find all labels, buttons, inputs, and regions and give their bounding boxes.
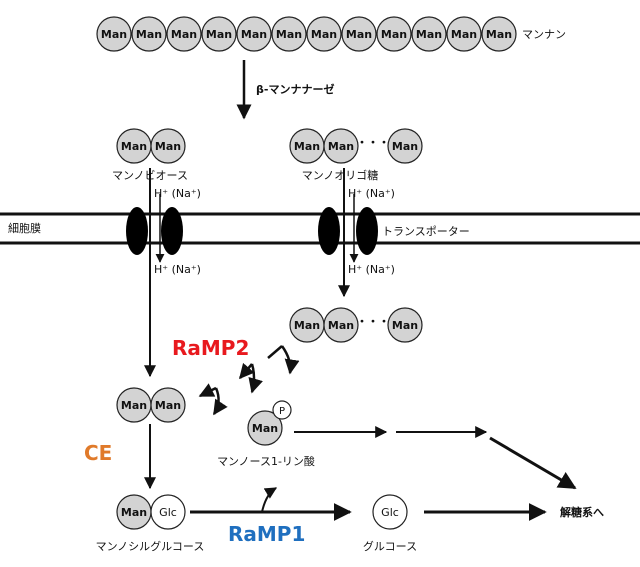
mannan-unit [446, 16, 482, 52]
svg-text:Man: Man [392, 319, 418, 332]
m1p-to-glycolysis-arrow [489, 436, 577, 490]
mannosyl-glucose: Man Glc [116, 494, 186, 530]
ramp2-label: RaMP2 [172, 336, 249, 360]
svg-text:Man: Man [121, 399, 147, 412]
svg-text:Man: Man [392, 140, 418, 153]
mannan-unit [236, 16, 272, 52]
h-na-label-3: H⁺ (Na⁺) [348, 187, 395, 200]
mannan-unit-label: Man [101, 28, 127, 41]
ramp1-branch-arrow [261, 487, 278, 513]
svg-text:Man: Man [294, 319, 320, 332]
mannan-unit [96, 16, 132, 52]
mannose-1-phosphate: Man P [247, 400, 292, 446]
transporter-1 [126, 207, 183, 255]
ramp1-label: RaMP1 [228, 522, 305, 546]
mannan-unit-label: Man [381, 28, 407, 41]
transporter-2 [318, 207, 378, 255]
h-na-label-1: H⁺ (Na⁺) [154, 187, 201, 200]
svg-text:Man: Man [252, 422, 278, 435]
mannan-unit [376, 16, 412, 52]
ce-label: CE [84, 441, 112, 465]
mannan-unit-label: Man [346, 28, 372, 41]
mannan-unit [481, 16, 517, 52]
manno-oligo-label: マンノオリゴ糖 [302, 168, 378, 182]
mannosyl-glucose-label: マンノシルグルコース [96, 539, 205, 553]
glucose: Glc [372, 494, 408, 530]
h-na-label-2: H⁺ (Na⁺) [154, 263, 201, 276]
mannan-unit [201, 16, 237, 52]
ramp2-arrows [198, 345, 300, 416]
mannan-unit-label: Man [486, 28, 512, 41]
mannan-chain: Man Man Man Man Man Man Man Man Man Man Man Man [96, 16, 517, 52]
mannan-unit [411, 16, 447, 52]
transporter-label: トランスポーター [382, 225, 470, 238]
mannan-unit [271, 16, 307, 52]
mannan-unit [306, 16, 342, 52]
svg-text:Man: Man [294, 140, 320, 153]
mannobiose-inside: Man Man [116, 387, 186, 423]
svg-text:・・・: ・・・ [357, 315, 390, 328]
manno-oligo-inside: Man Man Man ・・・ [289, 307, 423, 343]
svg-text:Glc: Glc [159, 506, 177, 519]
mannose-1-phosphate-label: マンノース1-リン酸 [217, 454, 315, 468]
membrane-label: 細胞膜 [8, 222, 41, 235]
svg-text:Man: Man [155, 140, 181, 153]
mannan-unit [166, 16, 202, 52]
mannan-unit-label: Man [451, 28, 477, 41]
manno-oligo-outside: Man Man Man ・・・ [289, 128, 423, 164]
glucose-label: グルコース [363, 539, 417, 553]
mannan-unit-label: Man [276, 28, 302, 41]
svg-text:Man: Man [121, 140, 147, 153]
mannan-unit [341, 16, 377, 52]
mannan-unit-label: Man [206, 28, 232, 41]
mannan-unit-label: Man [311, 28, 337, 41]
svg-text:Man: Man [121, 506, 147, 519]
mannan-unit-label: Man [136, 28, 162, 41]
mannan-unit-label: Man [171, 28, 197, 41]
h-na-label-4: H⁺ (Na⁺) [348, 263, 395, 276]
svg-text:Glc: Glc [381, 506, 399, 519]
svg-text:Man: Man [328, 319, 354, 332]
svg-text:P: P [279, 406, 285, 417]
svg-text:・・・: ・・・ [357, 136, 390, 149]
glycolysis-label: 解糖系へ [560, 505, 604, 519]
mannan-unit-label: Man [241, 28, 267, 41]
enzyme-label: β-マンナナーゼ [256, 82, 334, 96]
mannan-label: マンナン [522, 28, 566, 41]
mannan-unit [131, 16, 167, 52]
svg-text:Man: Man [328, 140, 354, 153]
svg-text:Man: Man [155, 399, 181, 412]
mannobiose-outside: Man Man [116, 128, 186, 164]
mannan-unit-label: Man [416, 28, 442, 41]
